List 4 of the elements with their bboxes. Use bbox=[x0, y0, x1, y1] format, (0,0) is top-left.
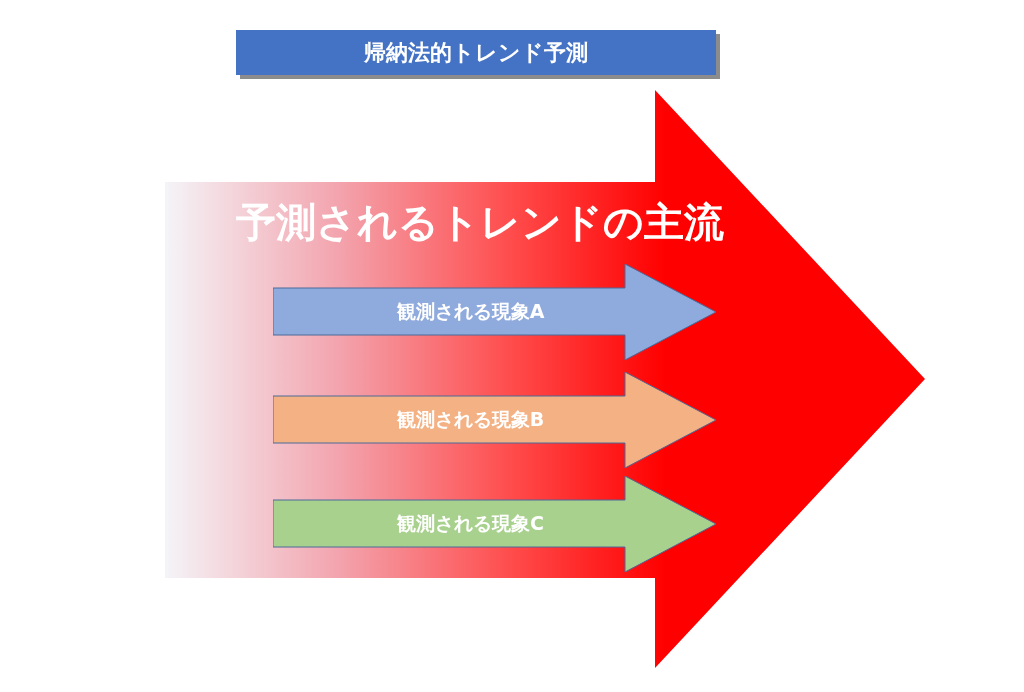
arrow-label: 観測される現象C bbox=[396, 511, 545, 536]
arrow-heading: 予測されるトレンドの主流 bbox=[235, 198, 725, 246]
arrow-label: 観測される現象B bbox=[395, 407, 546, 432]
arrow-label: 観測される現象A bbox=[395, 299, 546, 324]
